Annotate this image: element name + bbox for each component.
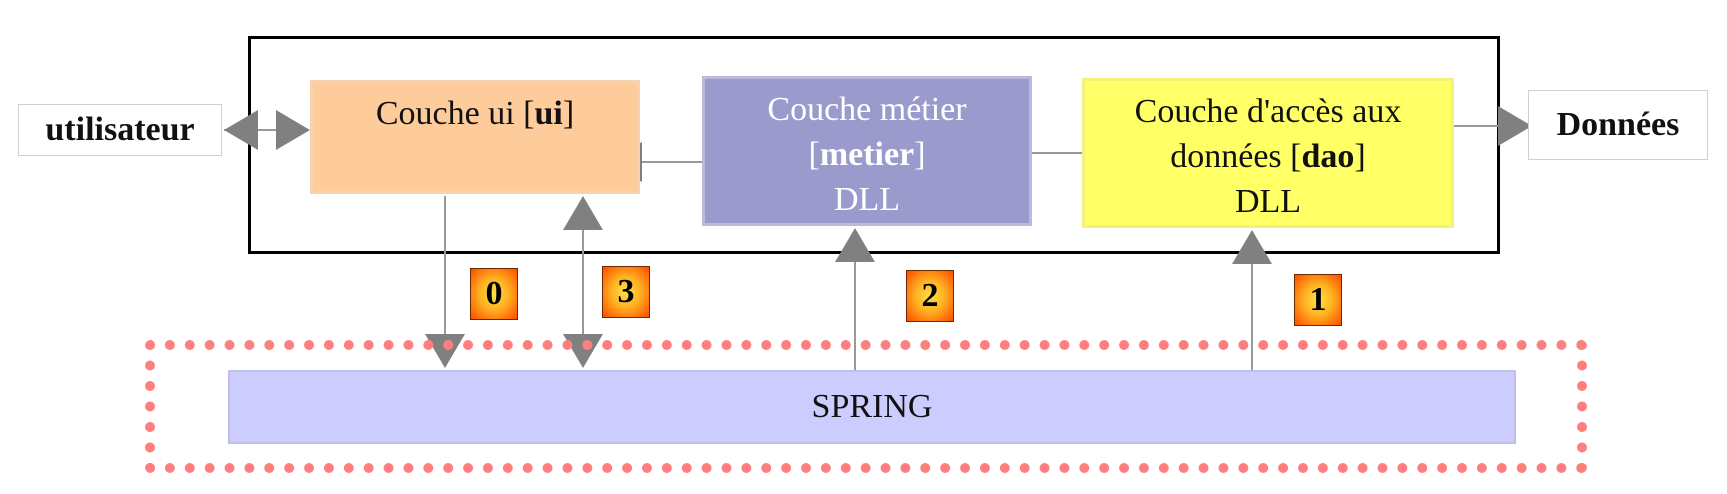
user-box: utilisateur (18, 104, 222, 156)
arrow-up-icon (1232, 230, 1272, 264)
ui-layer-box: Couche ui [ui] (310, 80, 640, 194)
spring-box: SPRING (228, 370, 1516, 444)
step-badge-2: 2 (906, 270, 954, 322)
dao-layer-name: données [dao] (1170, 138, 1366, 175)
step-badge-3: 3 (602, 266, 650, 318)
arrow-right-icon (1498, 106, 1532, 146)
metier-layer-type: DLL (833, 181, 901, 218)
metier-layer-title: Couche métier (767, 91, 967, 128)
arrow-right-icon (276, 110, 310, 150)
arrow-up-icon (563, 196, 603, 230)
metier-layer-name: [metier] (808, 136, 926, 173)
dao-layer-box: Couche d'accès aux données [dao] DLL (1082, 78, 1454, 228)
data-label: Données (1556, 106, 1680, 143)
data-box: Données (1528, 90, 1708, 160)
arrow-left-icon (224, 110, 258, 150)
dao-layer-type: DLL (1234, 183, 1302, 220)
spring-label: SPRING (811, 388, 933, 425)
step-badge-0: 0 (470, 268, 518, 320)
step-badge-1: 1 (1294, 274, 1342, 326)
user-label: utilisateur (45, 111, 195, 148)
metier-layer-box: Couche métier [metier] DLL (702, 76, 1032, 226)
arrow-up-icon (835, 228, 875, 262)
dao-layer-title: Couche d'accès aux (1134, 93, 1402, 130)
ui-layer-title: Couche ui [ui] (375, 95, 575, 132)
spring-dotted-frame (145, 340, 1587, 473)
